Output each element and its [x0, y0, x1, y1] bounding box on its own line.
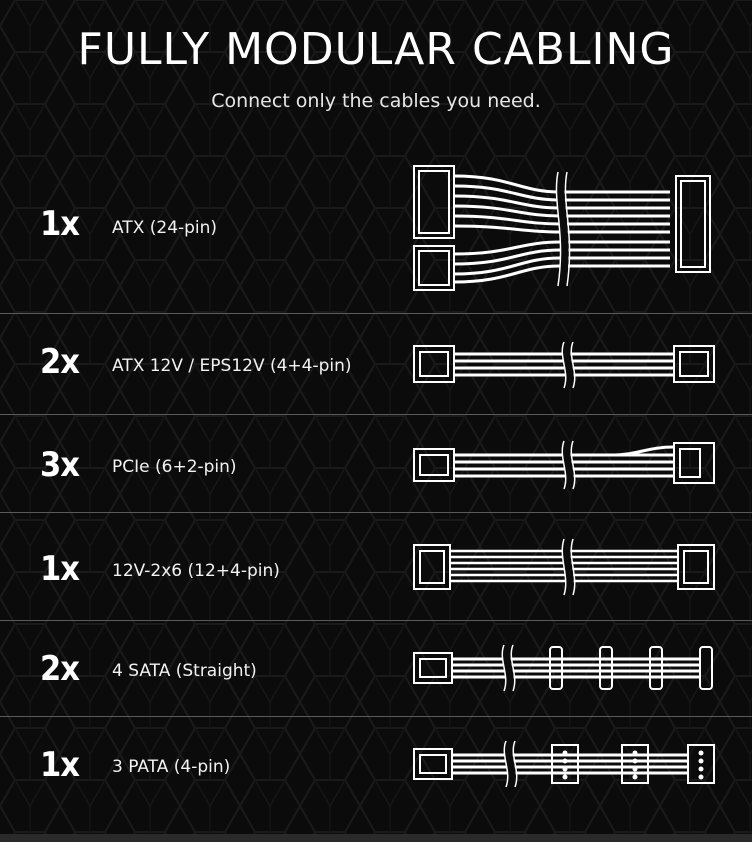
cable-row-12v-2x6: 1x 12V-2x6 (12+4-pin) — [0, 513, 752, 619]
cable-quantity: 2x — [40, 342, 80, 382]
page-subtitle: Connect only the cables you need. — [211, 90, 541, 112]
cable-quantity: 1x — [40, 549, 80, 589]
cable-quantity: 1x — [40, 745, 80, 785]
row-divider — [0, 620, 752, 621]
cable-quantity: 2x — [40, 649, 80, 689]
cable-row-eps12v: 2x ATX 12V / EPS12V (4+4-pin) — [0, 314, 752, 414]
cable-name: 12V-2x6 (12+4-pin) — [112, 561, 280, 581]
cable-name: 3 PATA (4-pin) — [112, 757, 231, 777]
bottom-bar — [0, 834, 752, 842]
cable-row-pata: 1x 3 PATA (4-pin) — [0, 717, 752, 827]
pcie-cable-icon — [413, 439, 715, 491]
eps12v-cable-icon — [413, 340, 715, 390]
cable-row-atx-24pin: 1x ATX (24-pin) — [0, 150, 752, 312]
cable-row-pcie: 3x PCIe (6+2-pin) — [0, 415, 752, 511]
sata-cable-icon — [413, 643, 713, 693]
cable-quantity: 1x — [40, 204, 80, 244]
cable-row-sata: 2x 4 SATA (Straight) — [0, 621, 752, 715]
cable-name: ATX 12V / EPS12V (4+4-pin) — [112, 356, 352, 376]
cable-name: ATX (24-pin) — [112, 218, 218, 238]
page-title: FULLY MODULAR CABLING — [77, 24, 675, 75]
row-divider — [0, 716, 752, 717]
12v-2x6-cable-icon — [413, 537, 715, 597]
cable-quantity: 3x — [40, 445, 80, 485]
row-divider — [0, 313, 752, 314]
pata-cable-icon — [413, 739, 715, 789]
cable-name: PCIe (6+2-pin) — [112, 457, 237, 477]
row-divider — [0, 414, 752, 415]
cable-name: 4 SATA (Straight) — [112, 661, 257, 681]
row-divider — [0, 512, 752, 513]
atx-24pin-cable-icon — [413, 165, 711, 291]
